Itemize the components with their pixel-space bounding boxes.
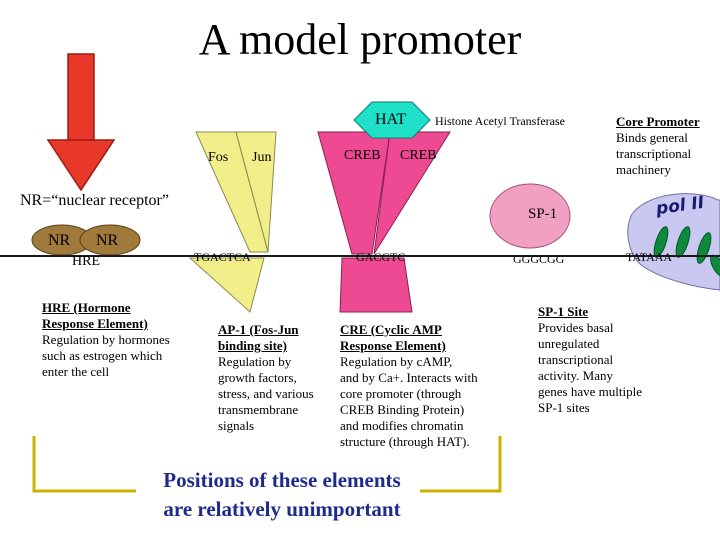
cre-line: and modifies chromatin bbox=[340, 418, 464, 433]
cre-site-column bbox=[339, 257, 413, 313]
ap1-description: AP-1 (Fos-Jun binding site) Regulation b… bbox=[218, 322, 336, 434]
cre-heading: Response Element) bbox=[340, 338, 446, 353]
sp1-heading: SP-1 Site bbox=[538, 304, 589, 319]
sp1-oval bbox=[489, 183, 571, 249]
nr-right-label: NR bbox=[96, 232, 119, 249]
cre-heading: CRE (Cyclic AMP bbox=[340, 322, 442, 337]
positions-note-line: are relatively unimportant bbox=[163, 497, 401, 521]
ap1-site-column bbox=[188, 257, 265, 313]
core-promoter-line: machinery bbox=[616, 162, 671, 177]
ap1-line: signals bbox=[218, 418, 255, 433]
sp1-line: SP-1 sites bbox=[538, 400, 590, 415]
creb-left-label: CREB bbox=[344, 148, 381, 163]
ap1-heading: binding site) bbox=[218, 338, 287, 353]
fos-label: Fos bbox=[208, 150, 229, 165]
ap1-line: transmembrane bbox=[218, 402, 299, 417]
seq-tataaa: TATAAA bbox=[626, 250, 673, 264]
hre-line: Regulation by hormones bbox=[42, 332, 170, 347]
seq-gggcgg: GGGCGG bbox=[513, 252, 565, 266]
hre-label: HRE bbox=[72, 254, 100, 269]
pol-ii-blob bbox=[627, 193, 720, 291]
cre-line: and by Ca+. Interacts with bbox=[340, 370, 478, 385]
bracket-right bbox=[420, 436, 502, 493]
hre-line: such as estrogen which bbox=[42, 348, 163, 363]
sp1-line: transcriptional bbox=[538, 352, 614, 367]
cre-description: CRE (Cyclic AMP Response Element) Regula… bbox=[340, 322, 516, 450]
cre-line: core promoter (through bbox=[340, 386, 462, 401]
sp1-line: activity. Many bbox=[538, 368, 613, 383]
core-promoter-line: transcriptional bbox=[616, 146, 692, 161]
seq-tgactca: TGACTCA bbox=[194, 250, 251, 264]
hre-description: HRE (Hormone Response Element) Regulatio… bbox=[42, 300, 192, 380]
ap1-heading: AP-1 (Fos-Jun bbox=[218, 322, 299, 337]
positions-note: Positions of these elements are relative… bbox=[142, 466, 422, 524]
ap1-line: stress, and various bbox=[218, 386, 314, 401]
core-promoter-line: Binds general bbox=[616, 130, 688, 145]
sp1-line: unregulated bbox=[538, 336, 600, 351]
creb-dimer bbox=[317, 131, 451, 255]
hat-expansion: Histone Acetyl Transferase bbox=[435, 114, 565, 128]
cre-line: structure (through HAT). bbox=[340, 434, 470, 449]
sp1-description: SP-1 Site Provides basal unregulated tra… bbox=[538, 304, 708, 416]
cre-line: Regulation by cAMP, bbox=[340, 354, 453, 369]
hre-line: enter the cell bbox=[42, 364, 110, 379]
sp1-line: genes have multiple bbox=[538, 384, 642, 399]
seq-gacgtc: GACGTC bbox=[356, 250, 406, 264]
page-title: A model promoter bbox=[198, 15, 522, 64]
cre-line: CREB Binding Protein) bbox=[340, 402, 465, 417]
positions-note-line: Positions of these elements bbox=[163, 468, 401, 492]
nr-left-label: NR bbox=[48, 232, 71, 249]
sp1-line: Provides basal bbox=[538, 320, 614, 335]
creb-right-label: CREB bbox=[400, 148, 437, 163]
down-arrow-icon bbox=[46, 53, 116, 192]
core-promoter-note: Core Promoter Binds general transcriptio… bbox=[616, 114, 720, 178]
hat-label: HAT bbox=[375, 111, 407, 128]
ap1-line: growth factors, bbox=[218, 370, 297, 385]
nr-definition: NR=“nuclear receptor” bbox=[20, 192, 169, 209]
fos-jun-dimer bbox=[195, 131, 277, 253]
sp1-label: SP-1 bbox=[528, 206, 558, 222]
ap1-line: Regulation by bbox=[218, 354, 292, 369]
bracket-left bbox=[32, 436, 136, 493]
hat-hexagon bbox=[353, 101, 431, 139]
hre-heading: HRE (Hormone bbox=[42, 300, 131, 315]
hre-heading: Response Element) bbox=[42, 316, 148, 331]
core-promoter-heading: Core Promoter bbox=[616, 114, 700, 129]
jun-label: Jun bbox=[252, 150, 272, 165]
